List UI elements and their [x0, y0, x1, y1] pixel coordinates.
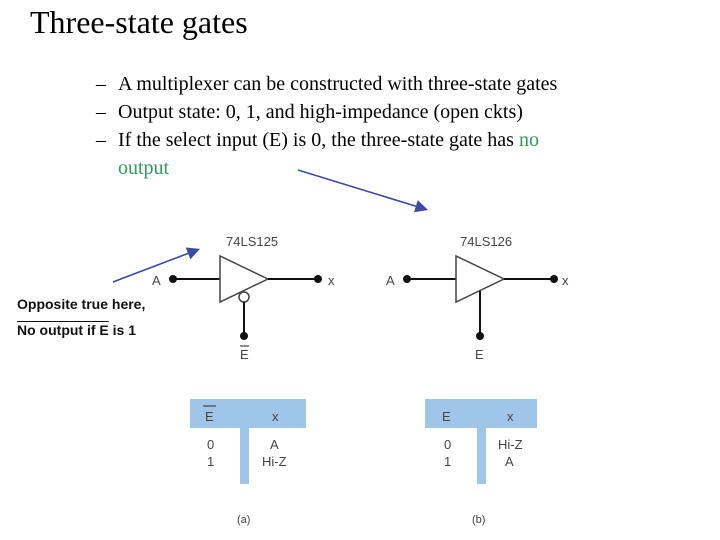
table-b-header-x: x [507, 409, 514, 424]
input-label-b: A [386, 273, 395, 288]
output-node-b [550, 275, 558, 283]
caption-a: (a) [237, 514, 250, 526]
note-text: No output if E [17, 322, 109, 338]
bullet-text: A multiplexer can be constructed with th… [118, 73, 558, 95]
note-line-1: Opposite true here, [17, 296, 146, 312]
input-label-a: A [152, 273, 161, 288]
enable-label-b: E [475, 347, 484, 362]
table-b-cell: A [505, 454, 514, 469]
gate-a: 74LS125 A x E [152, 234, 335, 362]
output-label-b: x [562, 273, 569, 288]
highlight-word-line2: output [118, 157, 170, 179]
enable-node-b [476, 332, 484, 340]
truth-table-a: E x 0 A 1 Hi-Z (a) [190, 399, 306, 526]
chip-label-b: 74LS126 [460, 234, 512, 249]
note-text-end: is 1 [112, 322, 137, 338]
arrow-to-enable [297, 169, 429, 213]
bullet-item: – Output state: 0, 1, and high-impedance… [96, 98, 696, 126]
enable-label-a: E [240, 347, 249, 362]
caption-b: (b) [472, 514, 485, 526]
buffer-triangle-a [219, 254, 270, 304]
bullet-item: – If the select input (E) is 0, the thre… [96, 126, 696, 182]
output-label-a: x [328, 273, 335, 288]
bullet-list: – A multiplexer can be constructed with … [96, 70, 696, 182]
table-b-cell: 0 [444, 437, 451, 452]
bullet-dash: – [96, 101, 106, 123]
gate-b: 74LS126 A x E [386, 234, 569, 362]
enable-node-a [240, 332, 248, 340]
output-node-a [314, 275, 322, 283]
bullet-item: – A multiplexer can be constructed with … [96, 70, 696, 98]
slide-title: Three-state gates [30, 4, 248, 40]
table-a-header-x: x [272, 409, 279, 424]
table-b-cell: 1 [444, 454, 451, 469]
bullet-text: Output state: 0, 1, and high-impedance (… [118, 101, 523, 123]
bullet-text: If the select input (E) is 0, the three-… [118, 129, 519, 151]
table-b-header-e: E [442, 409, 451, 424]
table-a-header-e: E [205, 409, 214, 424]
table-a-cell: 0 [207, 437, 214, 452]
chip-label-a: 74LS125 [226, 234, 278, 249]
truth-table-b: E x 0 Hi-Z 1 A (b) [425, 399, 537, 526]
note-line-2: No output if E is 1 [17, 322, 136, 338]
table-a-cell: 1 [207, 454, 214, 469]
highlight-word: no [518, 129, 539, 151]
bullet-dash: – [96, 73, 106, 95]
table-b-cell: Hi-Z [498, 437, 523, 452]
arrow-to-chip-a [112, 247, 200, 283]
table-a-cell: Hi-Z [262, 454, 287, 469]
buffer-triangle-b [455, 254, 506, 304]
table-a-cell: A [270, 437, 279, 452]
inversion-bubble [238, 291, 250, 303]
bullet-dash: – [96, 129, 106, 151]
